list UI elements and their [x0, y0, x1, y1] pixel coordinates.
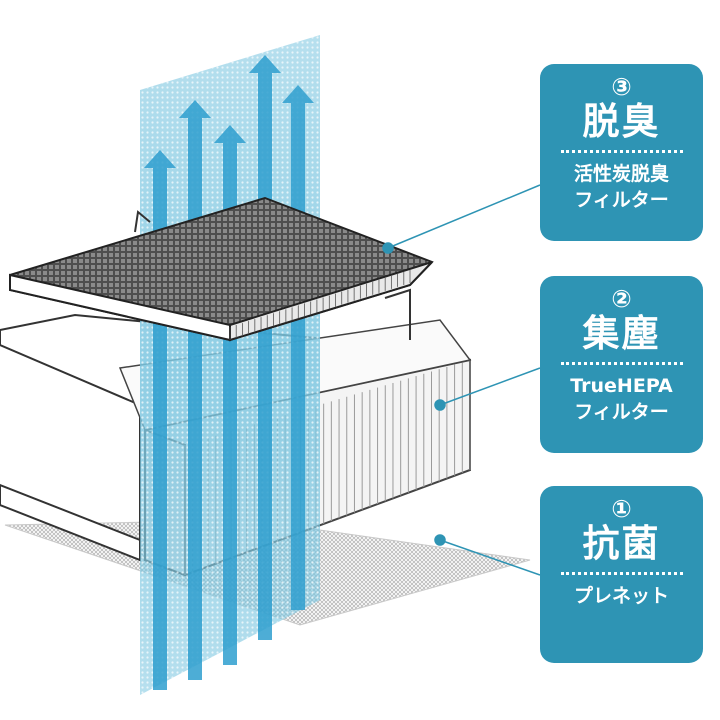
layer-subtitle-line-1: プレネット: [573, 585, 669, 607]
layer-title: 脱臭: [582, 100, 661, 143]
layer-number: ②: [611, 285, 632, 313]
airflow-stream: [140, 35, 320, 695]
layer-subtitle-line-2: フィルター: [574, 189, 669, 211]
dotted-divider: [560, 150, 683, 153]
layer-number: ①: [611, 495, 632, 523]
layer-subtitle-line-2: フィルター: [574, 401, 669, 423]
airflow-arrow-icon: [179, 100, 211, 680]
airflow-arrow-icon: [144, 150, 176, 690]
layer-card-antibacterial: ① 抗菌 プレネット: [540, 486, 703, 663]
leader-lines: [382, 184, 541, 576]
layer-number: ③: [611, 73, 632, 101]
layer-title: 集塵: [582, 312, 661, 355]
layer-subtitle-line-1: 活性炭脱臭: [573, 163, 669, 185]
dotted-divider: [560, 362, 683, 365]
airflow-arrow-icon: [214, 125, 246, 665]
layer-card-dust-collection: ② 集塵 TrueHEPA フィルター: [540, 276, 703, 453]
airflow-arrow-icon: [282, 85, 314, 610]
carbon-filter-layer: [9, 196, 434, 342]
layer-card-deodorize: ③ 脱臭 活性炭脱臭 フィルター: [540, 64, 703, 241]
dotted-divider: [560, 572, 683, 575]
layer-subtitle-line-1: TrueHEPA: [570, 375, 673, 397]
layer-title: 抗菌: [582, 522, 661, 565]
airflow-arrow-icon: [249, 55, 281, 640]
